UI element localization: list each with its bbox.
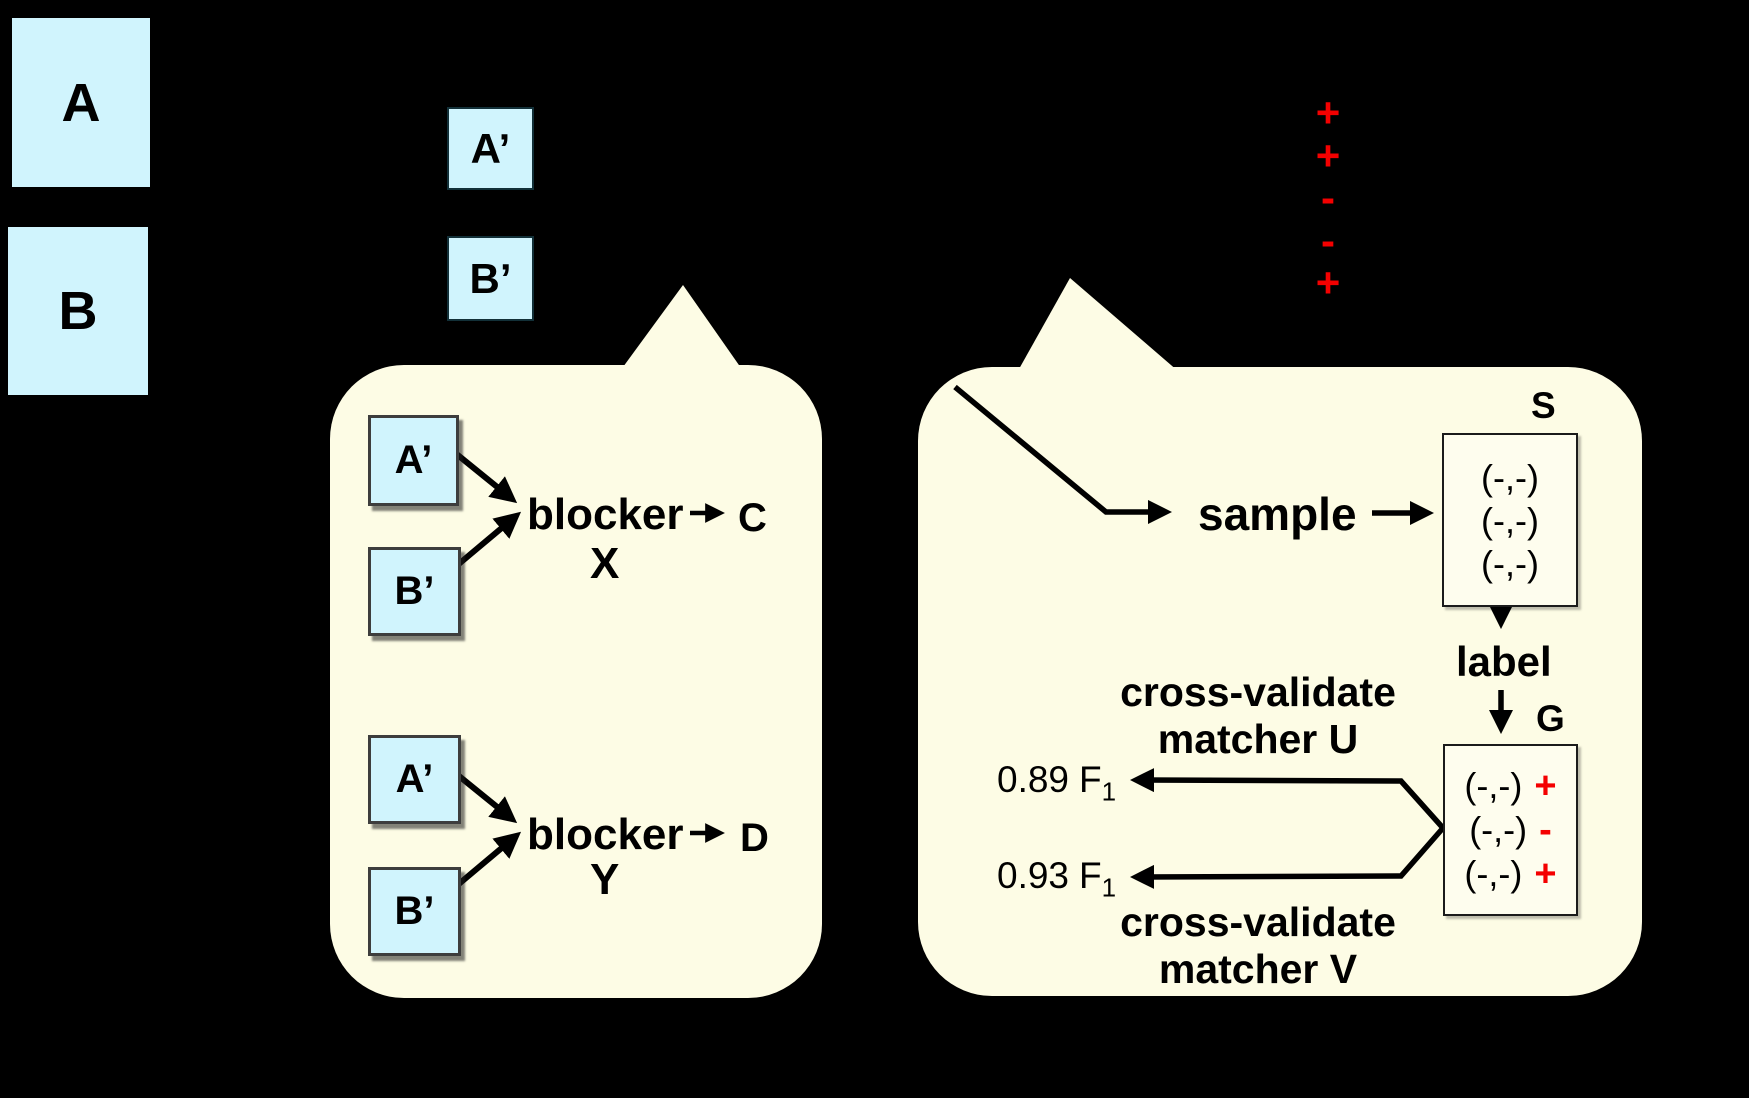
matcher-u-score-value: 0.89 (997, 759, 1070, 800)
sample-action-label: sample (1198, 488, 1357, 540)
arrow-candidates-to-sample (953, 384, 1173, 525)
prediction-mark: + (1315, 89, 1341, 136)
cross-validate-u-line1: cross-validate (1120, 669, 1396, 715)
labeled-mark: - (1539, 809, 1552, 851)
blocking-callout-body (330, 365, 822, 998)
table-b-prime-label: B’ (469, 254, 512, 302)
table-a-prime-label: A’ (470, 124, 511, 172)
blocker-x-name-label: X (590, 539, 620, 588)
blocker-y-operator-label: blocker (527, 810, 684, 859)
matcher-u-metric-sub: 1 (1101, 776, 1117, 807)
blocker-x-input-a-box: A’ (368, 415, 459, 506)
labeled-pair: (-,-) (1464, 765, 1523, 806)
blocker-x-input-b-label: B’ (394, 569, 435, 613)
blocker-y-input-a-box: A’ (368, 735, 461, 824)
blocker-y-input-b-label: B’ (394, 889, 435, 933)
table-b-prime-box: B’ (447, 236, 534, 321)
labeled-pair: (-,-) (1464, 853, 1523, 894)
sample-table-name: S (1531, 385, 1556, 426)
labeled-table-row: (-,-)- (1469, 808, 1552, 852)
arrow-a-prime-to-blocker-x (452, 449, 518, 504)
prediction-mark: - (1321, 216, 1335, 264)
matching-callout-pointer (1014, 278, 1186, 378)
arrow-g-to-matcher-v-score (1129, 826, 1446, 890)
labeled-table-row: (-,-) + (1464, 852, 1556, 896)
arrow-b-prime-to-blocker-x (452, 511, 522, 571)
blocker-y-name-label: Y (590, 855, 620, 904)
arrow-a-prime-to-blocker-y (452, 769, 518, 824)
cross-validate-u-label: cross-validate matcher U (1093, 669, 1423, 763)
table-b-label: B (58, 281, 98, 341)
sample-table-row: (-,-) (1481, 456, 1539, 498)
table-a-box: A (12, 18, 150, 187)
sample-table-row: (-,-) (1481, 542, 1539, 584)
labeled-mark: + (1534, 765, 1557, 807)
labeled-table-row: (-,-) + (1464, 764, 1556, 808)
blocking-callout-pointer (615, 285, 748, 378)
blocker-x-input-a-label: A’ (394, 438, 433, 482)
labeled-mark: + (1534, 853, 1557, 895)
label-action-label: label (1456, 638, 1552, 685)
blocker-y-output-label: D (740, 816, 769, 860)
labeled-table-name: G (1536, 698, 1565, 739)
prediction-mark: + (1315, 259, 1341, 307)
table-b-box: B (8, 227, 148, 395)
blocker-x-input-b-box: B’ (368, 547, 461, 636)
prediction-mark: + (1315, 131, 1341, 179)
blocker-y-input-a-label: A’ (395, 757, 434, 801)
labeled-pair: (-,-) (1469, 809, 1528, 850)
matcher-v-score-value: 0.93 (997, 855, 1070, 896)
matcher-v-metric-sub: 1 (1101, 872, 1117, 903)
arrow-b-prime-to-blocker-y (452, 831, 522, 891)
cross-validate-v-line1: cross-validate (1120, 899, 1396, 945)
arrow-g-to-matcher-u-score (1129, 767, 1446, 830)
cross-validate-v-label: cross-validate matcher V (1093, 899, 1423, 993)
blocker-x-operator-label: blocker (527, 490, 684, 539)
sample-table-row: (-,-) (1481, 499, 1539, 541)
table-a-label: A (61, 72, 101, 133)
cross-validate-u-line2: matcher U (1157, 716, 1359, 762)
prediction-marks-column: + + - - + (1300, 89, 1356, 307)
matcher-u-metric: F (1079, 759, 1102, 800)
blocker-y-input-b-box: B’ (368, 867, 461, 956)
labeled-table-box: (-,-)+ (-,-)- (-,-)+ (1443, 744, 1578, 916)
table-a-prime-box: A’ (447, 107, 534, 190)
sample-table-box: (-,-) (-,-) (-,-) (1442, 433, 1578, 607)
matcher-v-metric: F (1079, 855, 1102, 896)
blocker-x-output-label: C (738, 496, 767, 540)
prediction-mark: - (1321, 174, 1335, 222)
cross-validate-v-line2: matcher V (1158, 946, 1358, 992)
